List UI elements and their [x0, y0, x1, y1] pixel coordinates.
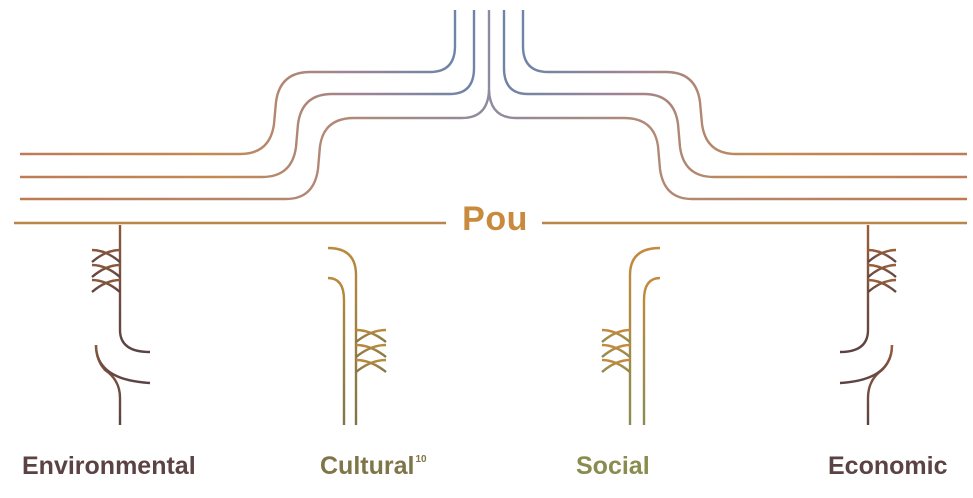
footnote-marker: 10	[415, 454, 427, 465]
flow-line-right-middle	[502, 10, 967, 179]
flow-line-left-inner	[20, 10, 491, 201]
pillar-label-cultural: Cultural10	[320, 452, 427, 480]
pillar-social	[572, 225, 662, 425]
flow-line-right-inner	[487, 89, 967, 201]
pillar-economic	[838, 225, 926, 425]
pillar-label-economic: Economic	[828, 452, 948, 480]
pillar-label-environmental: Environmental	[22, 452, 196, 480]
flow-line-left-outer	[20, 10, 457, 156]
flow-line-left-middle	[20, 10, 476, 179]
pou-label: Pou	[462, 200, 528, 238]
pillar-environmental	[62, 225, 152, 425]
pillar-cultural	[326, 225, 416, 425]
flow-line-right-outer	[521, 10, 967, 156]
upper-flow-lines	[20, 10, 967, 201]
pillar-label-social: Social	[576, 452, 650, 480]
